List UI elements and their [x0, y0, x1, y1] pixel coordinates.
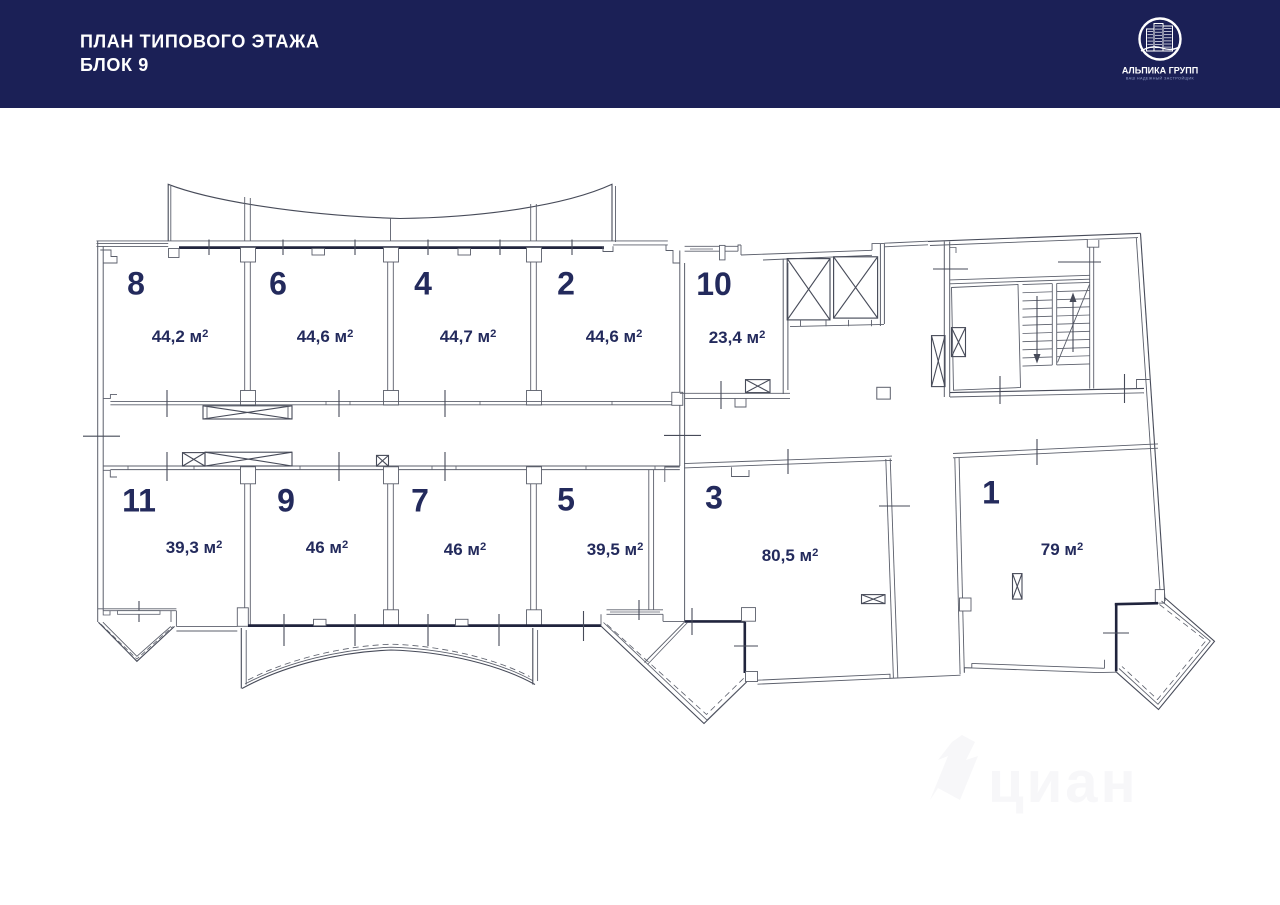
svg-text:44,6 м2: 44,6 м2 — [586, 327, 643, 346]
svg-text:44,6 м2: 44,6 м2 — [297, 327, 354, 346]
svg-text:44,7 м2: 44,7 м2 — [440, 327, 497, 346]
svg-text:АЛЬПИКА ГРУПП: АЛЬПИКА ГРУПП — [1122, 66, 1198, 76]
svg-text:3: 3 — [705, 480, 723, 516]
svg-text:2: 2 — [557, 266, 575, 302]
svg-text:44,2 м2: 44,2 м2 — [152, 327, 209, 346]
svg-text:9: 9 — [277, 483, 295, 519]
svg-text:6: 6 — [269, 266, 287, 302]
svg-text:ПЛАН ТИПОВОГО ЭТАЖА: ПЛАН ТИПОВОГО ЭТАЖА — [80, 32, 320, 52]
svg-text:23,4 м2: 23,4 м2 — [709, 328, 766, 347]
svg-text:8: 8 — [127, 266, 145, 302]
svg-text:46 м2: 46 м2 — [306, 538, 348, 557]
svg-text:39,3 м2: 39,3 м2 — [166, 538, 223, 557]
svg-text:БЛОК 9: БЛОК 9 — [80, 55, 149, 75]
svg-text:80,5 м2: 80,5 м2 — [762, 546, 819, 565]
svg-text:циан: циан — [988, 750, 1139, 815]
svg-text:7: 7 — [411, 483, 429, 519]
svg-text:11: 11 — [122, 483, 156, 519]
svg-text:5: 5 — [557, 482, 575, 518]
svg-text:79 м2: 79 м2 — [1041, 540, 1083, 559]
svg-text:10: 10 — [696, 266, 732, 302]
svg-text:39,5 м2: 39,5 м2 — [587, 540, 644, 559]
svg-text:46 м2: 46 м2 — [444, 540, 486, 559]
svg-text:ВАШ НАДЕЖНЫЙ ЗАСТРОЙЩИК: ВАШ НАДЕЖНЫЙ ЗАСТРОЙЩИК — [1126, 77, 1195, 81]
svg-text:4: 4 — [414, 266, 432, 302]
svg-text:1: 1 — [982, 475, 1000, 511]
